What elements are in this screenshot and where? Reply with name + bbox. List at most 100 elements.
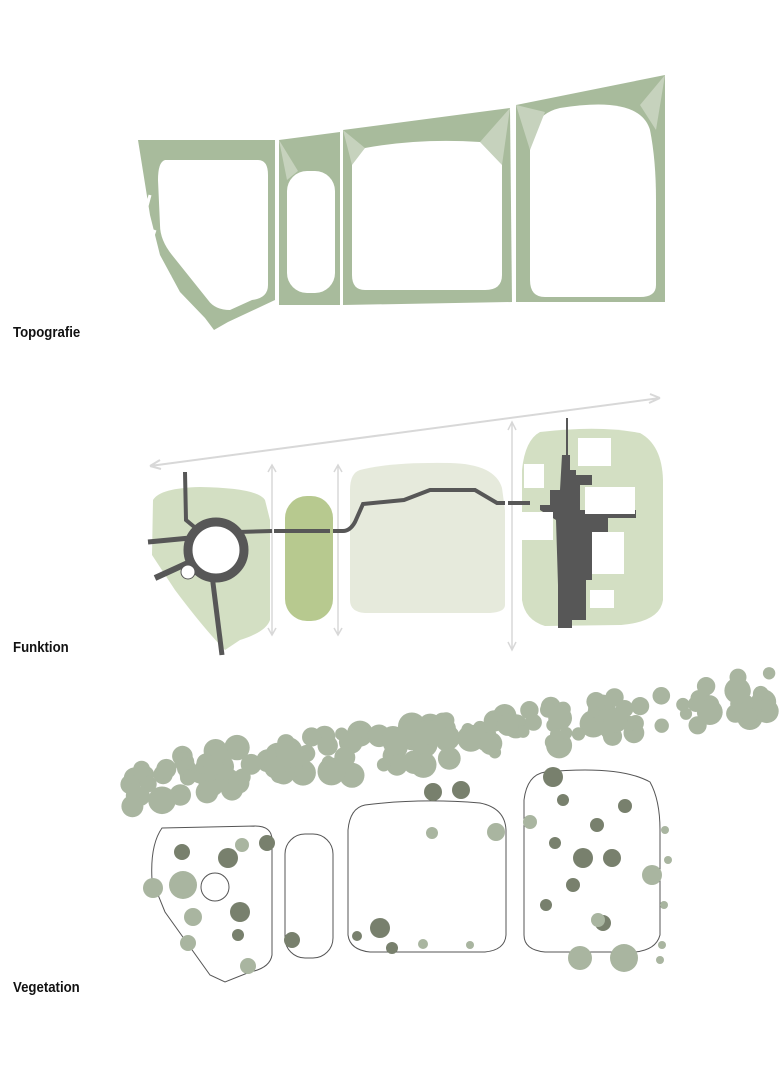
tree <box>540 899 552 911</box>
tree <box>121 795 144 818</box>
tree <box>631 697 650 716</box>
topography-panel-1 <box>138 140 275 330</box>
tree <box>417 753 432 767</box>
tree <box>452 781 470 799</box>
tree <box>240 958 256 974</box>
tree <box>566 878 580 892</box>
section-arrows <box>267 420 517 652</box>
tree <box>276 740 304 768</box>
topography-panel-4 <box>516 75 665 302</box>
zone-green-strip <box>285 496 333 621</box>
tree <box>496 713 519 736</box>
long-axis-arrow <box>149 393 661 470</box>
tree <box>523 815 537 829</box>
tree <box>143 878 163 898</box>
tree <box>415 719 440 745</box>
tree <box>525 714 542 731</box>
tree <box>550 728 563 741</box>
tree <box>169 871 197 899</box>
small-roundabout <box>180 564 196 580</box>
tree <box>587 705 601 718</box>
tree <box>487 823 505 841</box>
tree <box>457 724 485 752</box>
zone-central <box>350 462 505 613</box>
tree <box>386 754 408 776</box>
tree <box>603 708 628 733</box>
tree <box>424 783 442 801</box>
tree <box>591 913 605 927</box>
tree <box>173 789 189 805</box>
tree <box>618 799 632 813</box>
tree <box>516 725 530 738</box>
site-outlines <box>151 769 661 983</box>
building-footprints <box>515 438 635 608</box>
tree <box>560 726 573 740</box>
tree <box>466 941 474 949</box>
tree <box>652 687 671 705</box>
tree <box>174 844 190 860</box>
tree <box>741 707 758 724</box>
tree <box>654 718 669 733</box>
road-network <box>147 418 568 656</box>
tree <box>568 946 592 970</box>
tree <box>317 757 346 786</box>
tree <box>224 734 250 761</box>
tree <box>754 699 779 724</box>
tree <box>548 706 572 730</box>
tree <box>729 668 747 686</box>
tree <box>590 818 604 832</box>
tree <box>148 786 176 815</box>
tree <box>418 939 428 949</box>
section-title-topografie: Topografie <box>13 324 81 341</box>
tree <box>724 677 751 704</box>
tree <box>218 848 238 868</box>
tree <box>557 794 569 806</box>
tree <box>156 758 177 779</box>
building-cluster <box>540 455 636 628</box>
tree <box>370 918 390 938</box>
tree <box>386 942 398 954</box>
tree <box>479 732 503 755</box>
tree <box>133 760 151 778</box>
vegetation-diagram <box>120 667 779 983</box>
tree <box>232 929 244 941</box>
tree <box>382 730 408 755</box>
tree <box>437 727 459 749</box>
tree <box>235 838 249 852</box>
tree <box>376 757 391 772</box>
tree-canopy <box>120 667 779 974</box>
tree <box>317 735 338 756</box>
tree <box>302 727 322 747</box>
tree <box>233 768 251 786</box>
tree <box>664 856 672 864</box>
tree <box>180 935 196 951</box>
tree <box>679 707 693 720</box>
tree <box>339 762 365 788</box>
tree <box>184 908 202 926</box>
topography-panel-2 <box>279 132 340 305</box>
tree <box>183 770 196 783</box>
tree <box>661 826 669 834</box>
tree <box>605 688 624 707</box>
section-title-vegetation: Vegetation <box>13 979 80 996</box>
tree <box>437 747 461 770</box>
tree <box>658 941 666 949</box>
tree <box>610 944 638 972</box>
tree <box>696 699 723 725</box>
tree <box>660 901 668 909</box>
tree <box>230 902 250 922</box>
tree <box>571 727 586 741</box>
tree <box>543 767 563 787</box>
tree <box>284 932 300 948</box>
tree <box>352 931 362 941</box>
tree <box>259 835 275 851</box>
function-diagram <box>147 393 663 656</box>
topography-diagram <box>138 75 665 330</box>
tree <box>762 667 776 680</box>
topography-panel-3 <box>343 108 512 305</box>
tree <box>603 849 621 867</box>
section-title-funktion: Funktion <box>13 639 69 656</box>
tree <box>203 755 224 776</box>
tree <box>656 956 664 964</box>
